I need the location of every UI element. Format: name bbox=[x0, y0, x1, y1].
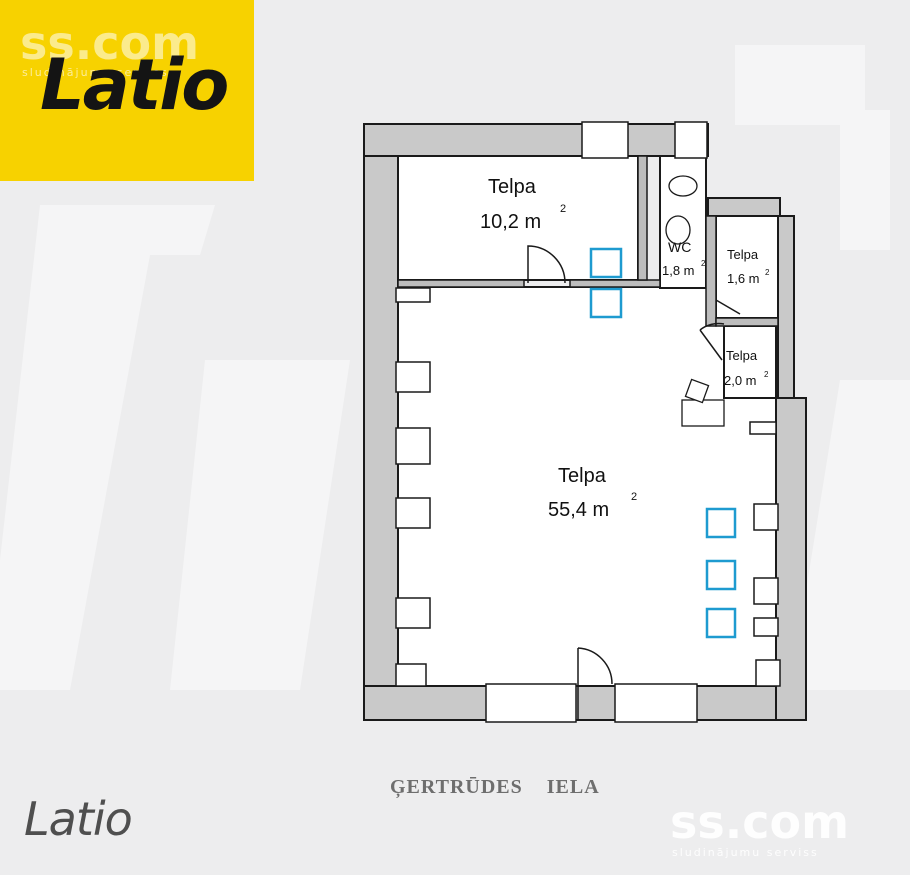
room-storage-b-superscript: 2 bbox=[764, 370, 769, 379]
ss-com-watermark-subtitle: sludinājumu serviss bbox=[22, 66, 169, 79]
partition-storage-left bbox=[705, 215, 717, 327]
door-swing-storage-a bbox=[715, 299, 741, 315]
wall-bottom bbox=[363, 685, 807, 721]
partitions bbox=[397, 155, 779, 327]
wc-toilet-icon bbox=[668, 175, 698, 197]
interior-spaces bbox=[397, 155, 779, 687]
doors bbox=[527, 245, 741, 720]
partition-storage-mid bbox=[715, 317, 779, 327]
window-niche-5 bbox=[395, 597, 431, 629]
window-top-b bbox=[674, 121, 708, 159]
wall-top bbox=[363, 123, 709, 157]
windows bbox=[395, 121, 781, 723]
window-niche-right-1 bbox=[753, 503, 779, 531]
room-main-area: 55,4 m bbox=[548, 499, 609, 521]
room-storage-a-interior bbox=[715, 215, 779, 319]
ss-com-watermark: ss.com bbox=[20, 16, 200, 70]
window-niche-4 bbox=[395, 497, 431, 529]
ss-com-watermark-bottom: ss.com bbox=[670, 795, 850, 849]
partition-room-main-right bbox=[569, 279, 661, 288]
room-small-interior bbox=[397, 155, 639, 281]
room-small-area: 10,2 m bbox=[480, 211, 541, 233]
door-swing-storage-b bbox=[699, 322, 725, 361]
kitchen-counter bbox=[681, 399, 725, 427]
latio-logo-bottom: Latio bbox=[24, 792, 133, 846]
watermark-letter-l bbox=[0, 205, 215, 690]
room-storage-b-interior bbox=[723, 325, 777, 399]
radiator-marker-5 bbox=[705, 607, 737, 639]
radiator-markers bbox=[589, 247, 737, 639]
door-swing-small-room bbox=[527, 245, 566, 284]
watermark-block-side bbox=[840, 110, 890, 250]
room-storage-a-superscript: 2 bbox=[765, 268, 770, 277]
ss-com-watermark-bottom-subtitle: sludinājumu serviss bbox=[672, 846, 819, 859]
latio-logo: Latio bbox=[40, 44, 229, 126]
window-bottom-b bbox=[614, 683, 698, 723]
window-niche-3 bbox=[395, 427, 431, 465]
wc-sink-icon bbox=[665, 215, 691, 245]
street-name-label: ĢERTRŪDES IELA bbox=[390, 776, 600, 798]
partition-room-main bbox=[397, 279, 525, 288]
window-niche-right-2 bbox=[753, 577, 779, 605]
wc-name: WC bbox=[668, 239, 691, 255]
fixtures bbox=[665, 175, 725, 427]
outer-walls bbox=[363, 123, 807, 721]
window-top-a bbox=[581, 121, 629, 159]
window-niche-right-4 bbox=[755, 659, 781, 687]
room-storage-a-name: Telpa bbox=[727, 247, 759, 262]
room-small-name: Telpa bbox=[488, 176, 537, 198]
counter-chair bbox=[684, 378, 710, 404]
room-storage-b-area: 2,0 m bbox=[724, 373, 757, 388]
partition-wc-left bbox=[637, 155, 648, 281]
door-swing-entrance bbox=[577, 647, 613, 720]
radiator-marker-1 bbox=[589, 247, 623, 279]
wc-area-superscript: 2 bbox=[701, 259, 706, 268]
radiator-marker-4 bbox=[705, 559, 737, 591]
room-main-area-superscript: 2 bbox=[631, 491, 637, 503]
watermark-letter-t bbox=[790, 380, 910, 690]
latio-logo-tile: ss.com sludinājumu serviss Latio bbox=[0, 0, 254, 181]
room-main-interior bbox=[397, 286, 777, 687]
radiator-marker-2 bbox=[589, 287, 623, 319]
wall-right-lower bbox=[775, 397, 807, 721]
room-small-area-superscript: 2 bbox=[560, 203, 566, 215]
wall-right-upper bbox=[777, 215, 795, 399]
watermark-letter-a bbox=[170, 360, 350, 690]
wall-right-upper-top bbox=[707, 197, 781, 217]
radiator-marker-3 bbox=[705, 507, 737, 539]
wc-area: 1,8 m bbox=[662, 263, 695, 278]
window-bottom-a bbox=[485, 683, 577, 723]
window-niche-2 bbox=[395, 361, 431, 393]
window-niche-1 bbox=[395, 287, 431, 303]
wall-left bbox=[363, 123, 399, 721]
window-niche-right-top bbox=[749, 421, 777, 435]
room-labels: Telpa 10,2 m 2 WC 1,8 m 2 Telpa 1,6 m 2 … bbox=[480, 176, 770, 521]
room-storage-b-name: Telpa bbox=[726, 348, 758, 363]
room-main-name: Telpa bbox=[558, 465, 607, 487]
window-niche-6 bbox=[395, 663, 427, 687]
window-niche-right-3 bbox=[753, 617, 779, 637]
room-storage-a-area: 1,6 m bbox=[727, 271, 760, 286]
